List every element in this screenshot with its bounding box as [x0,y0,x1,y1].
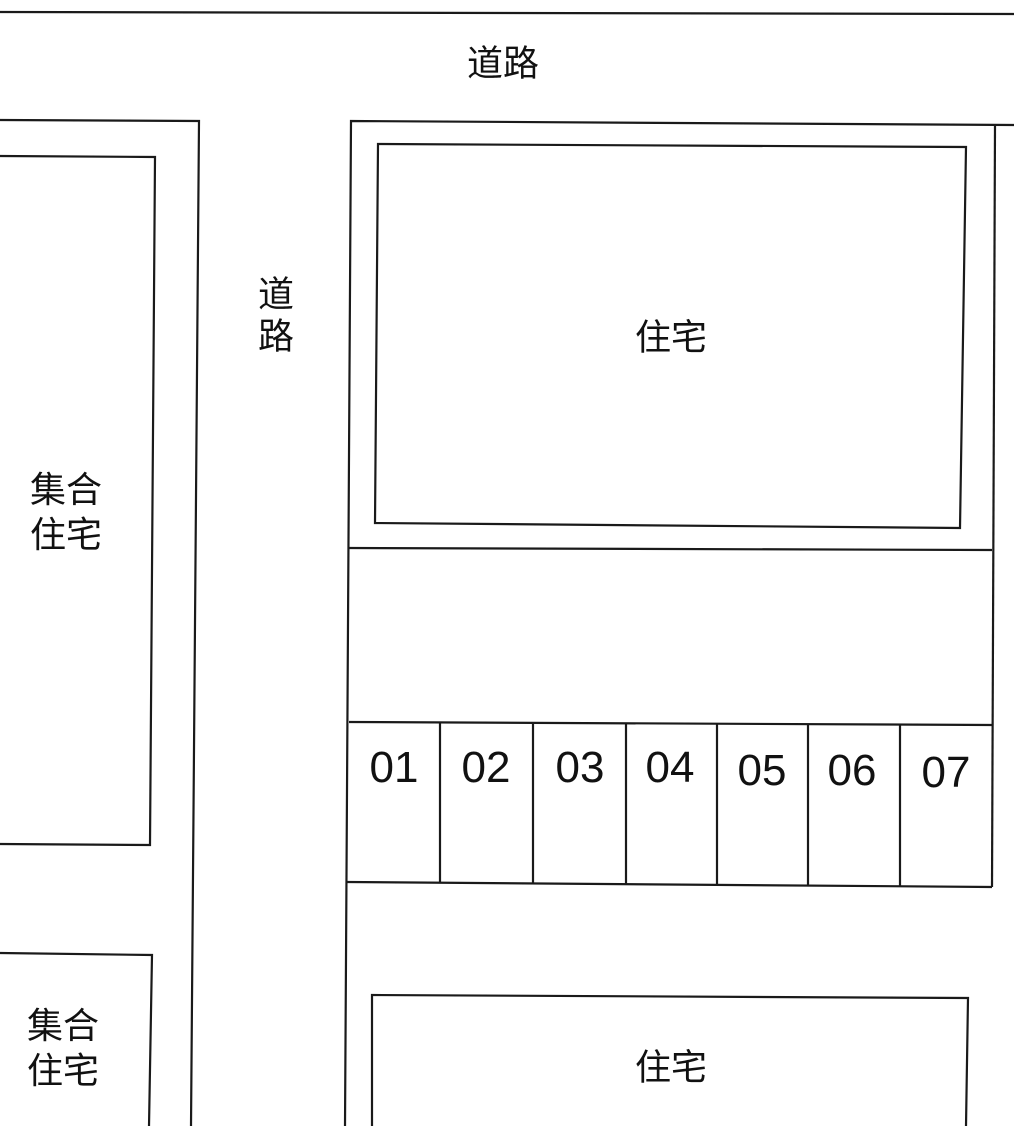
road-boundary-top [0,10,1014,16]
right-block-boundary-right [990,124,997,888]
apartment-lower-outline [0,951,154,1126]
right-block-boundary [343,119,1014,1126]
house-label-bottom: 住宅 [634,1047,708,1089]
parking-space: 03 [555,743,605,792]
parking-space: 07 [921,748,971,797]
house-bottom-outline [370,993,970,1126]
house-top-outline [373,142,968,530]
left-block-boundary [0,118,201,1126]
lot-divider [348,546,993,552]
parking-space: 02 [461,743,511,792]
parking-row-bottom [346,880,993,889]
parking-space: 01 [369,743,419,792]
road-label-top: 道路 [466,43,540,85]
parking-space: 04 [645,743,695,792]
apartment-label-upper: 集合住宅 [29,470,102,556]
parking-row-top [348,720,993,727]
house-label-top: 住宅 [634,317,708,359]
apartment-upper-outline [0,154,157,847]
apartment-label-lower: 集合住宅 [26,1006,99,1092]
parking-space: 05 [737,746,787,795]
parking-space: 06 [827,746,877,795]
road-label-side: 道路 [252,275,293,359]
